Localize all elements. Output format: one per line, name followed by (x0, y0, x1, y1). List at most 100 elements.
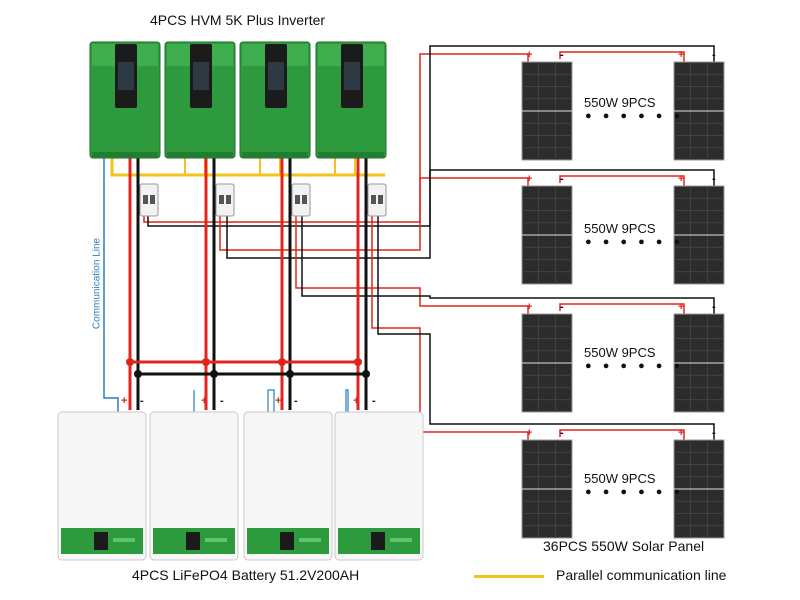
inverter-title: 4PCS HVM 5K Plus Inverter (150, 12, 326, 28)
pv-series-wire (559, 175, 685, 186)
positive-mark: + (678, 49, 684, 61)
battery-indicator (390, 538, 412, 542)
inverter-base (167, 152, 233, 158)
negative-junction-dot (210, 370, 218, 378)
battery-title: 4PCS LiFePO4 Battery 51.2V200AH (132, 567, 360, 583)
breaker-switch (226, 195, 231, 204)
panel-group-dots: ● ● ● ● ● ● (585, 236, 685, 248)
pv-negative-wire (226, 169, 715, 259)
communication-wire (103, 158, 119, 412)
positive-junction-dot (278, 358, 286, 366)
battery-communication-link (267, 389, 275, 412)
negative-mark: - (712, 49, 716, 61)
pv-negative-wire (377, 214, 715, 440)
positive-junction-dot (126, 358, 134, 366)
dc-breaker (139, 183, 159, 217)
positive-mark: + (678, 301, 684, 313)
inverter-row (89, 41, 387, 159)
battery-cabinet (334, 411, 424, 561)
inverter-base (242, 152, 308, 158)
breaker-switch (371, 195, 376, 204)
battery-display (371, 532, 385, 550)
solar-panel-array (521, 61, 725, 539)
positive-mark: + (526, 427, 532, 439)
inverter-screen (344, 62, 360, 90)
breaker-switch (150, 195, 155, 204)
panel-group-label: 550W 9PCS (584, 471, 656, 486)
dc-breaker (367, 183, 387, 217)
positive-mark: + (526, 173, 532, 185)
battery-indicator (299, 538, 321, 542)
breaker-switch (143, 195, 148, 204)
pv-series-wire (559, 303, 685, 314)
positive-mark: + (678, 173, 684, 185)
battery-indicator (113, 538, 135, 542)
negative-mark: - (560, 427, 564, 439)
positive-mark: + (526, 49, 532, 61)
panel-group-dots: ● ● ● ● ● ● (585, 360, 685, 372)
negative-junction-dot (286, 370, 294, 378)
inverter-screen (268, 62, 284, 90)
positive-mark: + (353, 395, 359, 407)
panel-group-label: 550W 9PCS (584, 345, 656, 360)
battery-display (280, 532, 294, 550)
negative-junction-dot (134, 370, 142, 378)
dc-breaker (215, 183, 235, 217)
inverter-screen (118, 62, 134, 90)
positive-mark: + (201, 395, 207, 407)
positive-junction-dot (354, 358, 362, 366)
polarity-marks: + - + - + - + - + - + - + - + - + - + - + - + - (121, 49, 716, 439)
breaker-switch (219, 195, 224, 204)
panel-group-label: 550W 9PCS (584, 221, 656, 236)
panel-group-label: 550W 9PCS (584, 95, 656, 110)
solar-wiring (103, 45, 715, 440)
battery-display (94, 532, 108, 550)
negative-mark: - (712, 427, 716, 439)
pv-series-wire (559, 51, 685, 62)
panel-group-dots: ● ● ● ● ● ● (585, 486, 685, 498)
battery-row (57, 411, 424, 561)
negative-mark: - (294, 395, 298, 407)
solar-title: 36PCS 550W Solar Panel (543, 538, 705, 554)
negative-mark: - (372, 395, 376, 407)
battery-bus-wiring (126, 158, 370, 412)
inverter-screen (193, 62, 209, 90)
breaker-switch (378, 195, 383, 204)
breaker-row (139, 183, 387, 217)
parallel-communication-line (110, 158, 385, 177)
negative-mark: - (560, 301, 564, 313)
pv-positive-wire (143, 53, 529, 223)
inverter-base (92, 152, 158, 158)
positive-mark: + (678, 427, 684, 439)
pv-positive-wire (295, 210, 529, 314)
negative-mark: - (140, 395, 144, 407)
pv-series-wire (559, 429, 685, 440)
legend-line-swatch (474, 575, 544, 578)
battery-cabinet (57, 411, 147, 561)
battery-cabinet (149, 411, 239, 561)
legend-label: Parallel communication line (556, 567, 727, 583)
pv-negative-wire (147, 45, 715, 227)
positive-junction-dot (202, 358, 210, 366)
positive-mark: + (121, 395, 127, 407)
positive-mark: + (526, 301, 532, 313)
breaker-switch (302, 195, 307, 204)
communication-line-label: Communication Line (91, 237, 103, 330)
pv-positive-wire (219, 177, 529, 251)
negative-mark: - (712, 301, 716, 313)
pv-negative-wire (301, 214, 715, 314)
negative-mark: - (220, 395, 224, 407)
negative-mark: - (712, 173, 716, 185)
breaker-switch (295, 195, 300, 204)
battery-communication-link (345, 389, 349, 412)
positive-mark: + (275, 395, 281, 407)
negative-mark: - (560, 49, 564, 61)
panel-group-dots: ● ● ● ● ● ● (585, 110, 685, 122)
pv-positive-wire (371, 210, 529, 440)
negative-mark: - (560, 173, 564, 185)
dc-breaker (291, 183, 311, 217)
negative-junction-dot (362, 370, 370, 378)
battery-indicator (205, 538, 227, 542)
battery-display (186, 532, 200, 550)
